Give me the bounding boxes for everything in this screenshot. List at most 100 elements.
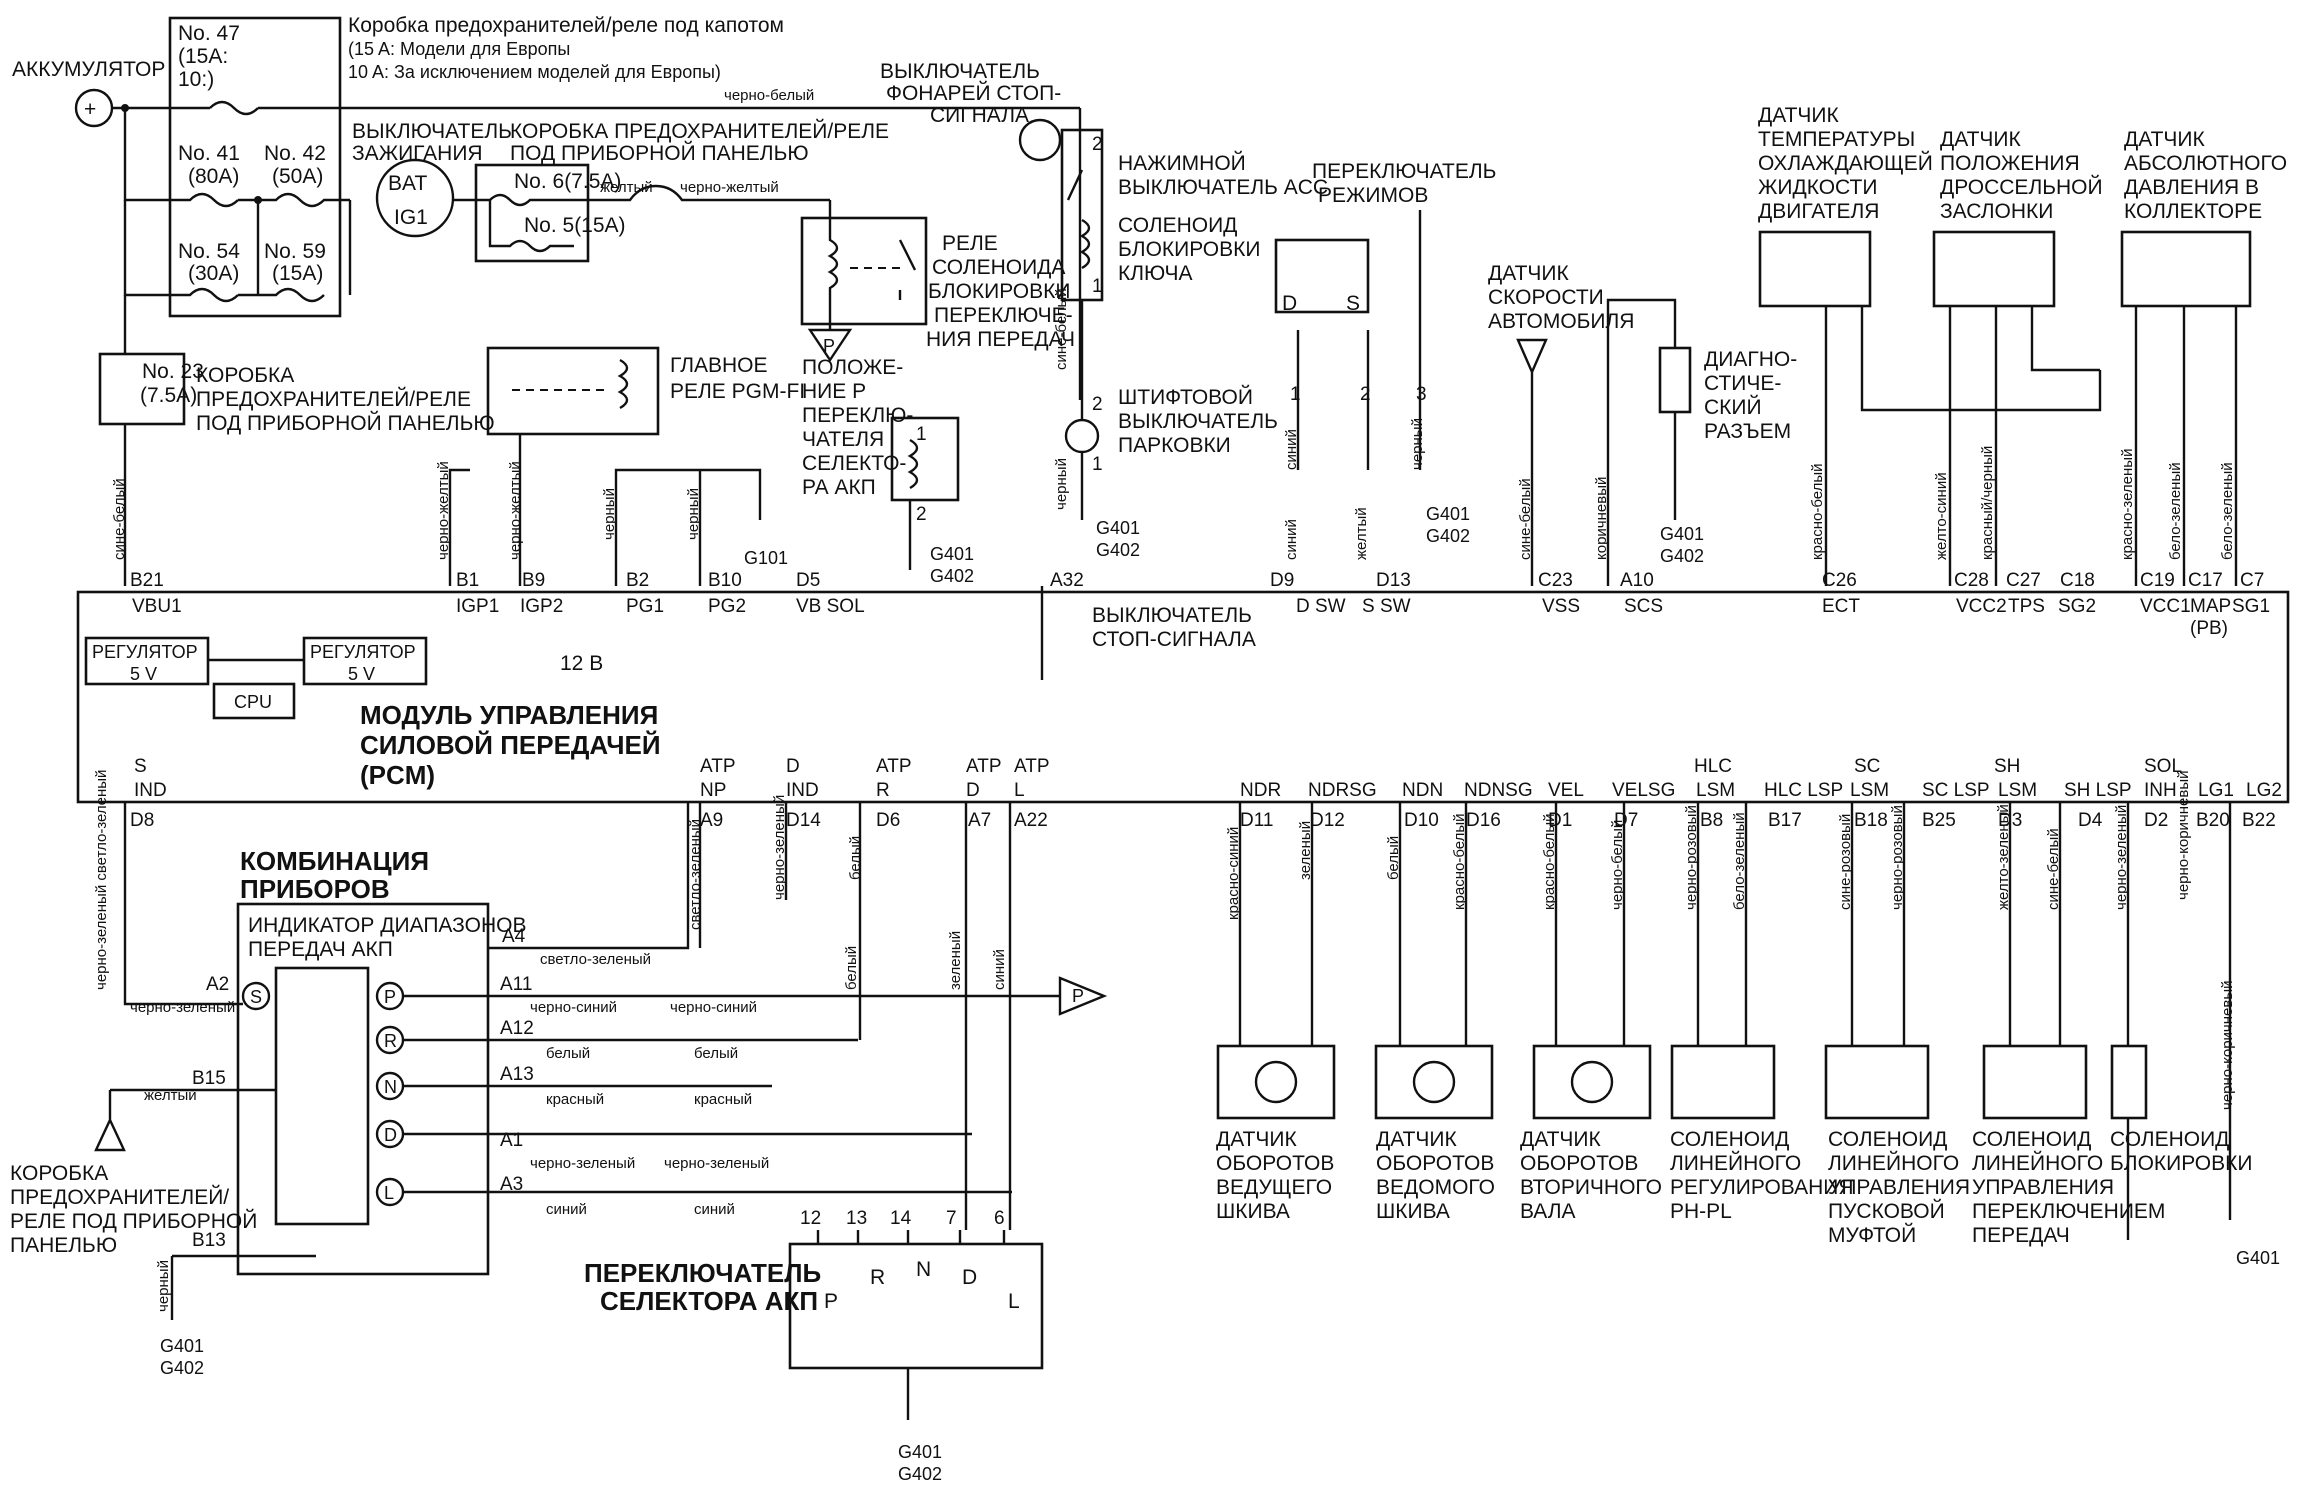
svg-text:1: 1	[1092, 454, 1103, 475]
svg-text:ЗАЖИГАНИЯ: ЗАЖИГАНИЯ	[352, 142, 483, 165]
mode-switch[interactable]	[1274, 238, 1370, 314]
svg-text:SC LSP: SC LSP	[1922, 780, 1990, 801]
svg-text:красно-зеленый: красно-зеленый	[2119, 449, 2136, 560]
pcm-module	[76, 590, 2290, 804]
svg-text:SH: SH	[1994, 756, 2020, 777]
svg-text:No. 59: No. 59	[264, 240, 326, 263]
svg-text:INH: INH	[2144, 780, 2177, 801]
svg-text:желтый: желтый	[600, 179, 653, 196]
svg-text:ДАТЧИК: ДАТЧИК	[2124, 128, 2206, 151]
svg-text:HLC LSP: HLC LSP	[1764, 780, 1843, 801]
park-pin-switch-icon[interactable]	[1064, 418, 1100, 454]
svg-text:черно-синий: черно-синий	[670, 999, 757, 1016]
svg-text:ПЕРЕКЛЮЧЕНИЕМ: ПЕРЕКЛЮЧЕНИЕМ	[1972, 1200, 2165, 1223]
svg-text:ПРЕДОХРАНИТЕЛЕЙ/РЕЛЕ: ПРЕДОХРАНИТЕЛЕЙ/РЕЛЕ	[196, 387, 471, 411]
svg-text:ВЕДУЩЕГО: ВЕДУЩЕГО	[1216, 1176, 1332, 1199]
svg-text:(15A:: (15A:	[178, 45, 228, 68]
svg-text:зеленый: зеленый	[1297, 821, 1314, 880]
svg-text:A10: A10	[1620, 570, 1654, 591]
svg-text:LSM: LSM	[1850, 780, 1889, 801]
svg-text:сине-белый: сине-белый	[2045, 828, 2062, 910]
svg-text:ДВИГАТЕЛЯ: ДВИГАТЕЛЯ	[1758, 200, 1879, 223]
diagnostic-connector[interactable]	[1658, 346, 1692, 414]
svg-text:6: 6	[994, 1208, 1005, 1229]
svg-text:СОЛЕНОИД: СОЛЕНОИД	[1118, 214, 1237, 237]
svg-text:2: 2	[1092, 394, 1103, 415]
svg-text:черно-синий: черно-синий	[530, 999, 617, 1016]
svg-text:черно-коричневый: черно-коричневый	[2219, 981, 2236, 1111]
svg-text:СТИЧЕ-: СТИЧЕ-	[1704, 372, 1781, 395]
svg-text:ОБОРОТОВ: ОБОРОТОВ	[1216, 1152, 1334, 1175]
svg-text:ДАТЧИК: ДАТЧИК	[1376, 1128, 1458, 1151]
svg-text:КОРОБКА: КОРОБКА	[196, 364, 294, 387]
svg-text:ВЕДОМОГО: ВЕДОМОГО	[1376, 1176, 1495, 1199]
svg-text:бело-зеленый: бело-зеленый	[1731, 812, 1748, 910]
svg-text:черно-коричневый: черно-коричневый	[2175, 771, 2192, 901]
svg-text:B10: B10	[708, 570, 742, 591]
svg-text:G402: G402	[160, 1358, 204, 1378]
svg-text:черно-желтый: черно-желтый	[680, 179, 779, 196]
svg-text:ПРЕДОХРАНИТЕЛЕЙ/: ПРЕДОХРАНИТЕЛЕЙ/	[10, 1185, 229, 1209]
svg-text:УПРАВЛЕНИЯ: УПРАВЛЕНИЯ	[1828, 1176, 1970, 1199]
svg-text:ВЫКЛЮЧАТЕЛЬ: ВЫКЛЮЧАТЕЛЬ	[352, 120, 512, 143]
svg-text:C17: C17	[2188, 570, 2223, 591]
brake-light-switch-icon[interactable]	[1018, 118, 1062, 162]
svg-text:D: D	[384, 1125, 397, 1145]
svg-text:ОХЛАЖДАЮЩЕЙ: ОХЛАЖДАЮЩЕЙ	[1758, 151, 1933, 175]
svg-text:G401: G401	[898, 1442, 942, 1462]
map-sensor	[2120, 230, 2252, 308]
svg-text:ВАЛА: ВАЛА	[1520, 1200, 1576, 1223]
svg-text:ВЫКЛЮЧАТЕЛЬ: ВЫКЛЮЧАТЕЛЬ	[880, 60, 1040, 83]
svg-text:B17: B17	[1768, 810, 1802, 831]
svg-text:D8: D8	[130, 810, 154, 831]
ignition-switch-icon[interactable]	[375, 158, 455, 238]
svg-text:2: 2	[1360, 384, 1371, 405]
svg-text:РАЗЪЕМ: РАЗЪЕМ	[1704, 420, 1791, 443]
svg-text:черный: черный	[1053, 458, 1070, 510]
svg-text:VCC1: VCC1	[2140, 596, 2191, 617]
svg-text:сине-белый: сине-белый	[1517, 478, 1534, 560]
svg-text:VCC2: VCC2	[1956, 596, 2007, 617]
tps-sensor	[1932, 230, 2056, 308]
svg-text:ДАТЧИК: ДАТЧИК	[1488, 262, 1570, 285]
svg-text:P: P	[1072, 986, 1084, 1006]
svg-text:A3: A3	[500, 1174, 523, 1195]
svg-text:красный: красный	[694, 1091, 752, 1108]
svg-text:D2: D2	[2144, 810, 2168, 831]
svg-text:A2: A2	[206, 974, 229, 995]
svg-text:(15A): (15A)	[272, 262, 323, 285]
main-relay	[486, 346, 660, 436]
svg-text:P: P	[823, 336, 835, 356]
svg-text:ДИАГНО-: ДИАГНО-	[1704, 348, 1797, 371]
svg-text:N: N	[916, 1258, 931, 1281]
svg-text:ATP: ATP	[700, 756, 736, 777]
svg-text:сине-розовый: сине-розовый	[1837, 814, 1854, 910]
svg-text:IG1: IG1	[394, 206, 428, 229]
svg-text:No. 6(7.5A): No. 6(7.5A)	[514, 170, 621, 193]
svg-text:ATP: ATP	[1014, 756, 1050, 777]
svg-text:КОРОБКА ПРЕДОХРАНИТЕЛЕЙ/РЕЛЕ: КОРОБКА ПРЕДОХРАНИТЕЛЕЙ/РЕЛЕ	[510, 119, 889, 143]
svg-text:(7.5A): (7.5A)	[140, 384, 197, 407]
svg-text:АВТОМОБИЛЯ: АВТОМОБИЛЯ	[1488, 310, 1634, 333]
svg-text:PG1: PG1	[626, 596, 664, 617]
svg-text:14: 14	[890, 1208, 912, 1229]
ect-sensor	[1758, 230, 1872, 308]
svg-text:B8: B8	[1700, 810, 1723, 831]
svg-text:РЕЛЕ ПОД ПРИБОРНОЙ: РЕЛЕ ПОД ПРИБОРНОЙ	[10, 1209, 257, 1233]
svg-text:светло-зеленый: светло-зеленый	[687, 819, 704, 930]
hood-fuse-box	[168, 16, 342, 318]
svg-text:NDR: NDR	[1240, 780, 1281, 801]
svg-text:зеленый: зеленый	[947, 931, 964, 990]
svg-text:черно-розовый: черно-розовый	[1889, 805, 1906, 910]
svg-text:БЛОКИРОВКИ: БЛОКИРОВКИ	[2110, 1152, 2252, 1175]
svg-text:G402: G402	[1660, 546, 1704, 566]
svg-text:красный/черный: красный/черный	[1979, 446, 1996, 560]
svg-text:ПОЛОЖЕ-: ПОЛОЖЕ-	[802, 356, 903, 379]
svg-text:СЕЛЕКТОРА АКП: СЕЛЕКТОРА АКП	[600, 1286, 818, 1316]
svg-text:12 В: 12 В	[560, 652, 603, 675]
svg-text:светло-зеленый: светло-зеленый	[540, 951, 651, 968]
svg-text:черно-зеленый: черно-зеленый	[771, 795, 788, 900]
selector-switch[interactable]	[788, 1242, 1044, 1370]
range-indicator	[274, 966, 370, 1226]
svg-text:HLC: HLC	[1694, 756, 1732, 777]
